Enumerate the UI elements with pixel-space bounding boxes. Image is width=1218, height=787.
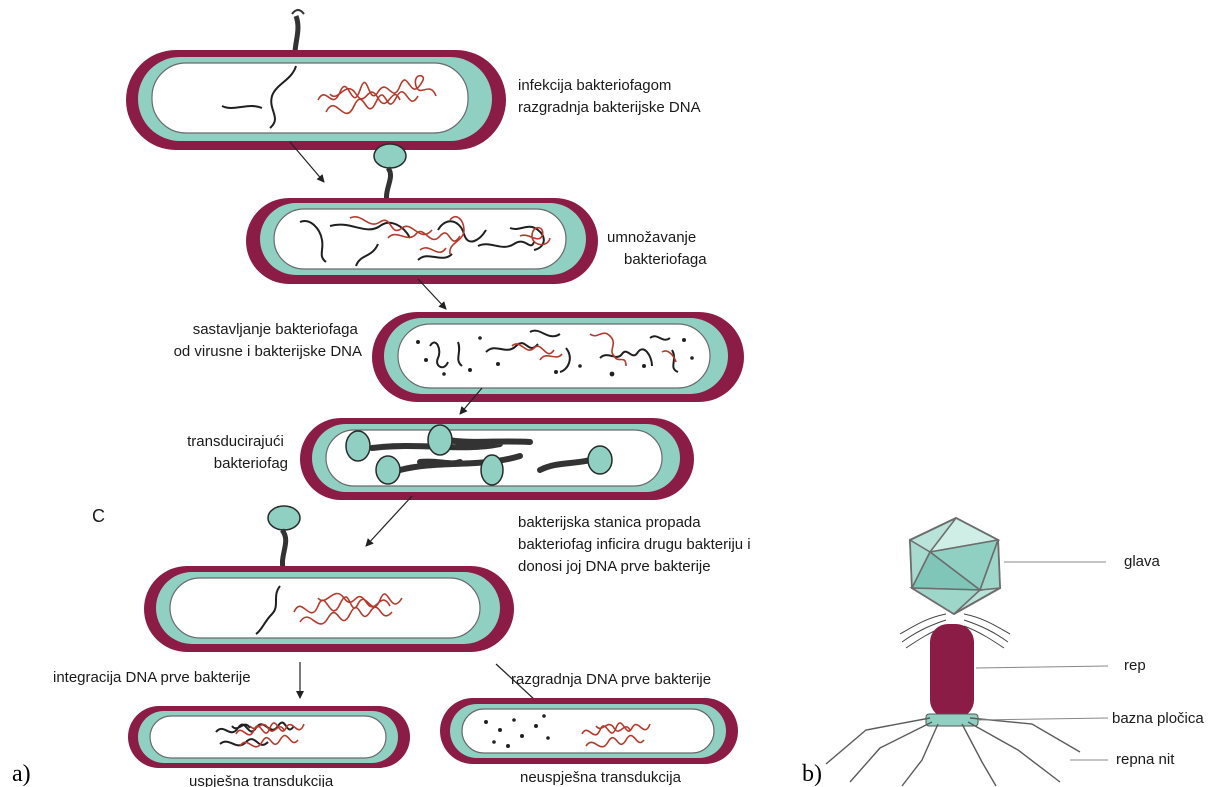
step-4-label: transducirajući bakteriofag (187, 433, 288, 472)
phage-head-icosahedron (910, 518, 1000, 614)
cell-infection (126, 10, 506, 150)
panel-b: glava rep bazna pločica repna nit b) (802, 518, 1204, 787)
phage-head (268, 506, 300, 530)
cell-new-infection (144, 506, 514, 652)
label-rep: rep (1124, 657, 1146, 674)
panel-a: infekcija bakteriofagom razgradnja bakte… (12, 10, 755, 787)
branch-left-bottom-label: uspješna transdukcija (189, 773, 334, 787)
cell-transducing (300, 418, 694, 500)
stray-letter: C (92, 506, 105, 526)
cell-assembly (372, 312, 744, 402)
label-glava: glava (1124, 553, 1161, 570)
step-5-label: bakterijska stanica propada bakteriofag … (518, 514, 755, 575)
phage-head (374, 144, 406, 168)
cell-unsuccessful (440, 698, 738, 764)
step-2-label: umnožavanje bakteriofaga (607, 229, 707, 268)
branch-left-top-label: integracija DNA prve bakterije (53, 669, 251, 686)
step-3-label: sastavljanje bakteriofaga od virusne i b… (174, 321, 362, 360)
base-plate (926, 714, 978, 726)
cell-multiplication (246, 144, 598, 284)
tail-fibers (826, 718, 1080, 786)
phage-tail (930, 624, 974, 718)
panel-a-marker: a) (12, 761, 31, 787)
panel-b-marker: b) (802, 761, 822, 787)
branch-right-bottom-label: neuspješna transdukcija (520, 769, 682, 786)
cell-successful (128, 706, 410, 768)
label-bazna-plocica: bazna pločica (1112, 710, 1204, 727)
branch-right-top-label: razgradnja DNA prve bakterije (511, 671, 711, 688)
label-repna-nit: repna nit (1116, 751, 1175, 768)
step-1-label: infekcija bakteriofagom razgradnja bakte… (518, 77, 701, 116)
